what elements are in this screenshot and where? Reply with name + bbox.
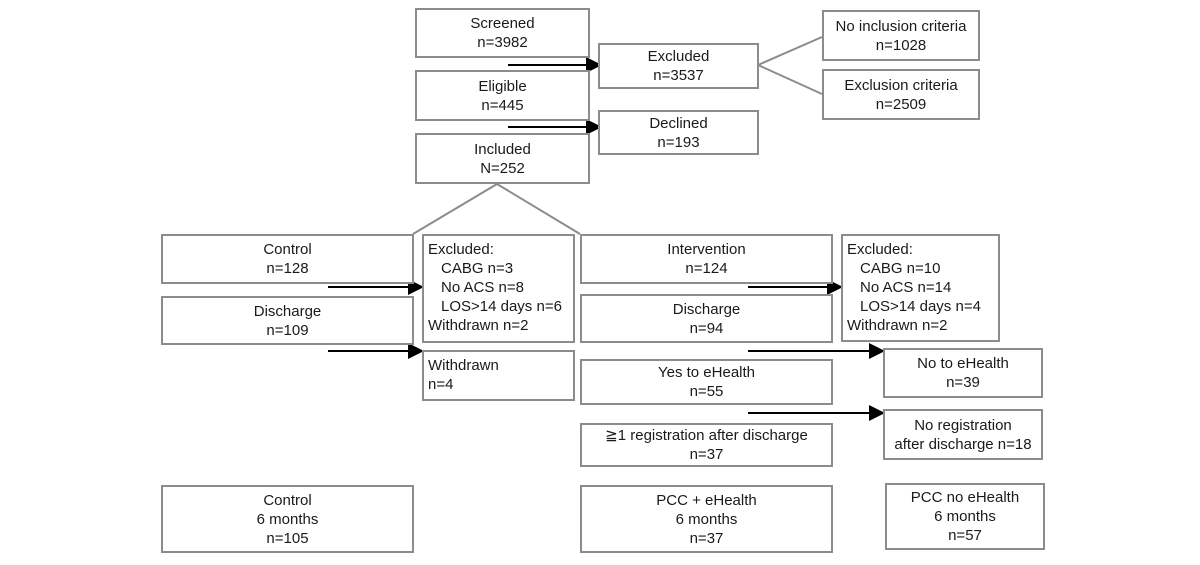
eligible-count: n=445 <box>481 96 524 114</box>
screened-title: Screened <box>470 15 535 32</box>
pcc-ehealth-6m-count: n=37 <box>689 529 724 547</box>
control-6m-sub: 6 months <box>256 510 319 528</box>
included-box: Included N=252 <box>415 133 590 184</box>
intervention-title: Intervention <box>667 241 746 258</box>
control-excluded-box: Excluded: CABG n=3 No ACS n=8 LOS>14 day… <box>422 234 575 343</box>
split-line-no-inclusion <box>757 36 823 66</box>
exclusion-criteria-box: Exclusion criteria n=2509 <box>822 69 980 120</box>
control-discharge-title: Discharge <box>253 302 322 320</box>
intervention-excluded-title: Excluded: <box>847 241 913 258</box>
intervention-excluded-withdrawn: Withdrawn n=2 <box>847 317 948 334</box>
yes-ehealth-box: Yes to eHealth n=55 <box>580 359 833 405</box>
registration-box: ≧1 registration after discharge n=37 <box>580 423 833 467</box>
pcc-ehealth-6m-sub: 6 months <box>675 510 738 528</box>
exclusion-criteria-count: n=2509 <box>875 95 927 113</box>
control-6-months-box: Control 6 months n=105 <box>161 485 414 553</box>
control-withdrawn-box: Withdrawn n=4 <box>422 350 575 401</box>
pcc-ehealth-6-months-box: PCC + eHealth 6 months n=37 <box>580 485 833 553</box>
no-inclusion-criteria-box: No inclusion criteria n=1028 <box>822 10 980 61</box>
control-discharge-count: n=109 <box>266 321 309 339</box>
no-ehealth-box: No to eHealth n=39 <box>883 348 1043 398</box>
intervention-discharge-title: Discharge <box>672 300 741 318</box>
intervention-box: Intervention n=124 <box>580 234 833 284</box>
intervention-excluded-los: LOS>14 days n=4 <box>860 298 981 315</box>
split-line-intervention <box>496 183 581 235</box>
no-ehealth-count: n=39 <box>946 374 980 391</box>
exclusion-criteria-title: Exclusion criteria <box>844 76 958 94</box>
no-inclusion-title: No inclusion criteria <box>835 17 967 35</box>
no-registration-box: No registration after discharge n=18 <box>883 409 1043 460</box>
excluded-title: Excluded <box>647 48 710 65</box>
control-withdrawn-title: Withdrawn <box>428 357 499 374</box>
included-count: N=252 <box>480 159 525 177</box>
declined-title: Declined <box>649 114 708 132</box>
control-6m-count: n=105 <box>266 529 309 547</box>
control-discharge-box: Discharge n=109 <box>161 296 414 345</box>
control-title: Control <box>263 241 312 258</box>
eligible-box: Eligible n=445 <box>415 70 590 121</box>
intervention-excluded-cabg: CABG n=10 <box>860 260 941 277</box>
declined-box: Declined n=193 <box>598 110 759 155</box>
excluded-box: Excluded n=3537 <box>598 43 759 89</box>
no-registration-title: No registration <box>914 416 1012 434</box>
control-withdrawn-count: n=4 <box>428 376 454 393</box>
control-excluded-los: LOS>14 days n=6 <box>441 298 562 315</box>
intervention-excluded-box: Excluded: CABG n=10 No ACS n=14 LOS>14 d… <box>841 234 1000 342</box>
registration-count: n=37 <box>689 446 724 463</box>
yes-ehealth-title: Yes to eHealth <box>657 364 756 381</box>
control-excluded-withdrawn: Withdrawn n=2 <box>428 317 529 334</box>
control-6m-title: Control <box>263 491 312 509</box>
control-count: n=128 <box>266 260 309 277</box>
intervention-excluded-no-acs: No ACS n=14 <box>860 279 952 296</box>
no-inclusion-count: n=1028 <box>875 36 927 54</box>
control-excluded-cabg: CABG n=3 <box>441 260 514 277</box>
no-ehealth-title: No to eHealth <box>917 355 1009 372</box>
pcc-no-ehealth-6m-title: PCC no eHealth <box>910 489 1020 506</box>
no-registration-count: after discharge n=18 <box>894 435 1032 453</box>
excluded-count: n=3537 <box>653 67 704 84</box>
split-line-control <box>412 183 498 235</box>
split-line-exclusion-criteria <box>757 64 823 95</box>
included-title: Included <box>474 140 531 158</box>
intervention-count: n=124 <box>685 260 728 277</box>
control-excluded-title: Excluded: <box>428 241 494 258</box>
pcc-no-ehealth-6m-sub: 6 months <box>934 508 996 525</box>
intervention-discharge-box: Discharge n=94 <box>580 294 833 343</box>
pcc-no-ehealth-6m-count: n=57 <box>948 527 982 544</box>
screened-box: Screened n=3982 <box>415 8 590 58</box>
declined-count: n=193 <box>657 133 700 151</box>
intervention-discharge-count: n=94 <box>689 319 724 337</box>
pcc-ehealth-6m-title: PCC + eHealth <box>656 491 757 509</box>
control-box: Control n=128 <box>161 234 414 284</box>
control-excluded-no-acs: No ACS n=8 <box>441 279 524 296</box>
eligible-title: Eligible <box>478 77 527 95</box>
yes-ehealth-count: n=55 <box>689 383 724 400</box>
registration-title: ≧1 registration after discharge <box>605 427 808 444</box>
screened-count: n=3982 <box>477 34 528 51</box>
pcc-no-ehealth-6-months-box: PCC no eHealth 6 months n=57 <box>885 483 1045 550</box>
